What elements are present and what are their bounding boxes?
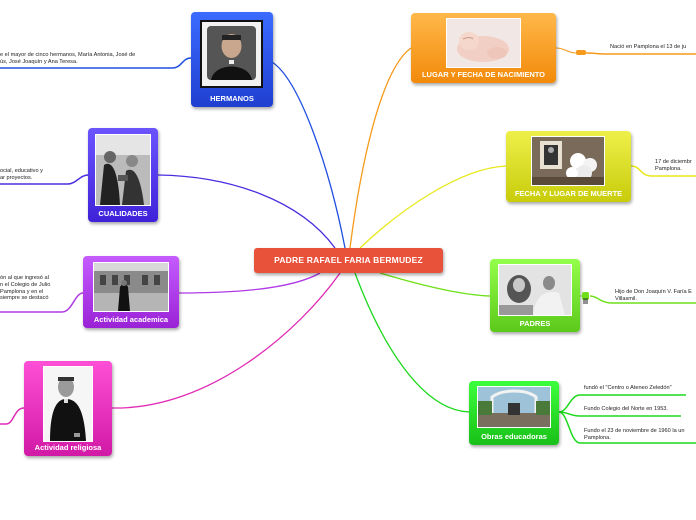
node-padres-title: PADRES [519,319,551,328]
link-nacimiento-note [555,47,577,54]
node-padres[interactable]: PADRES [490,259,580,332]
link-obras [354,272,470,413]
node-obras-educadoras[interactable]: Obras educadoras [469,381,559,445]
link-hermanos-note [0,57,192,69]
link-nacimiento-note-2 [585,52,696,55]
newborn-baby-photo [446,18,521,68]
school-gate-photo [477,386,551,428]
link-hermanos [271,61,346,249]
priest-portrait-photo [200,20,263,88]
node-cualidades-title: CUALIDADES [98,209,148,218]
note-nacimiento: Nació en Pamplona el 13 de ju [610,44,687,50]
link-padres-note-2 [589,295,696,304]
funeral-flowers-photo [531,136,605,186]
link-cualidades [157,174,336,249]
link-religiosa-note [0,407,25,425]
note-cualidades: ocial, educativo y ar proyectos. [0,168,43,181]
node-actividad-religiosa-title: Actividad religiosa [34,443,102,452]
link-obras-note-1 [558,394,686,413]
node-actividad-academica-title: Actividad academica [93,315,169,324]
node-nacimiento[interactable]: LUGAR Y FECHA DE NACIMIENTO [411,13,556,83]
node-cualidades[interactable]: CUALIDADES [88,128,158,222]
priest-standing-photo [43,366,93,442]
note-padres: Hijo de Don Joaquín V. Faría E Villasmil… [615,289,692,302]
padres-collapse-pin[interactable] [582,292,589,304]
note-obras-1: fundó el "Centro o Ateneo Zeledón" [584,385,672,391]
note-academica: ón al que ingresó al n el Colegio de Jul… [0,275,51,302]
note-obras-2: Fundo Colegio del Norte en 1953. [584,406,668,412]
link-academica [177,272,321,294]
node-hermanos-title: HERMANOS [210,94,254,103]
school-street-photo [93,262,169,312]
node-muerte[interactable]: FECHA Y LUGAR DE MUERTE [506,131,631,202]
node-obras-educadoras-title: Obras educadoras [481,432,547,441]
link-padres [379,272,491,297]
note-muerte: 17 de diciembr Pamplona. [655,159,692,172]
priest-with-people-photo [95,134,151,206]
link-cualidades-note [0,174,89,185]
central-topic[interactable]: PADRE RAFAEL FARIA BERMUDEZ [254,248,443,273]
link-nacimiento [349,47,412,249]
node-hermanos[interactable]: HERMANOS [191,12,273,107]
link-obras-note-3 [558,411,696,444]
note-obras-3: Fundo el 23 de noviembre de 1960 la un P… [584,428,685,441]
node-actividad-academica[interactable]: Actividad academica [83,256,179,328]
link-muerte-note [630,165,696,177]
link-muerte [359,165,507,249]
node-nacimiento-title: LUGAR Y FECHA DE NACIMIENTO [421,70,546,79]
node-muerte-title: FECHA Y LUGAR DE MUERTE [514,189,623,198]
nacimiento-collapse-pin[interactable] [576,50,586,55]
node-actividad-religiosa[interactable]: Actividad religiosa [24,361,112,456]
link-religiosa [111,272,341,409]
link-academica-note [0,292,84,313]
parents-photo [498,264,572,316]
note-hermanos: e el mayor de cinco hermanos, María Anto… [0,52,136,65]
